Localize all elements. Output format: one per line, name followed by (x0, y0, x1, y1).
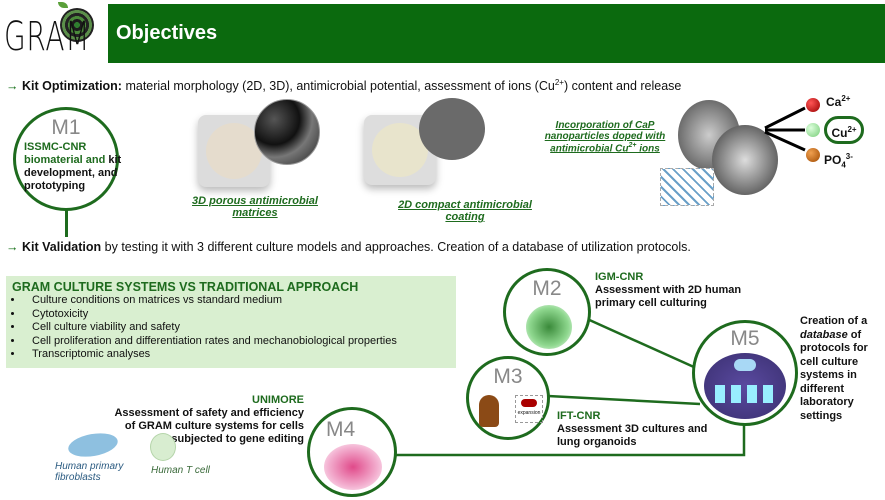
m4-circle: M4 (307, 407, 397, 497)
sup: 2+ (847, 125, 857, 134)
m3-label: M3 (493, 365, 523, 388)
culture-systems-box: GRAM CULTURE SYSTEMS VS TRADITIONAL APPR… (6, 276, 456, 368)
expansion-image: expansion (515, 395, 543, 423)
m1-label: M1 (51, 116, 81, 139)
page-title: Objectives (116, 22, 218, 44)
ion: Ca (826, 95, 842, 109)
sup: 2+ (841, 94, 851, 103)
m1-line3: prototyping (24, 180, 86, 192)
m1-connector (65, 205, 68, 237)
optimization-line: → Kit Optimization: material morphology … (6, 78, 681, 93)
list-item: Cell proliferation and differentiation r… (24, 335, 397, 349)
optimization-label: Kit Optimization: (21, 79, 122, 94)
lung-icon (479, 395, 499, 427)
optimization-text: material morphology (2D, 3D), antimicrob… (121, 79, 555, 94)
m2-text: Assessment with 2D human primary cell cu… (595, 284, 742, 309)
phosphate-label: PO43- (824, 152, 853, 169)
compact-sem-image (419, 98, 485, 160)
list-item: Culture conditions on matrices vs standa… (24, 294, 397, 308)
compact-sample-image (364, 115, 436, 185)
arrow-right-icon: → (6, 79, 19, 94)
porous-sem-image (254, 99, 320, 165)
m5-label: M5 (730, 327, 760, 350)
list-item: Transcriptomic analyses (24, 348, 397, 362)
list-item: Cell culture viability and safety (24, 321, 397, 335)
arrow-right-icon: → (6, 240, 19, 254)
m4-org: UNIMORE (252, 394, 304, 406)
logo-leaf (58, 2, 68, 8)
compact-caption: 2D compact antimicrobial coating (398, 199, 532, 223)
m1-org: ISSMC-CNR (24, 141, 87, 153)
m1-line1: biomaterial and (24, 154, 106, 166)
m3-text: Assessment 3D cultures and lung organoid… (557, 423, 708, 448)
m5-t3: of (847, 328, 862, 341)
expansion-label: expansion (517, 410, 541, 416)
m2-circle: M2 (503, 268, 591, 356)
logo: GRAM (4, 14, 91, 60)
t-cell-icon (150, 433, 176, 461)
m5-t4: protocols for cell culture systems in di… (800, 342, 868, 422)
m1-line2: development, and (24, 167, 118, 179)
nanoparticle-sem-image-2 (712, 125, 778, 195)
database-cloud-icon (704, 353, 786, 419)
m2-org: IGM-CNR (595, 271, 644, 283)
cap-end: ions (636, 143, 660, 155)
culture-box-title: GRAM CULTURE SYSTEMS VS TRADITIONAL APPR… (12, 280, 359, 294)
calcium-ion-icon (806, 98, 820, 112)
m5-text: Creation of a database of protocols for … (800, 315, 880, 423)
logo-target-icon (60, 8, 94, 42)
m4-text: Assessment of safety and efficiency of G… (114, 407, 304, 445)
crystal-structure-image (660, 168, 714, 206)
m1-line1-end: kit (105, 154, 122, 166)
cap-caption: Incorporation of CaP nanoparticles doped… (540, 120, 670, 154)
m5-t2: database (800, 328, 848, 341)
cap-text: Incorporation of CaP nanoparticles doped… (544, 120, 666, 155)
copper-ion-icon (806, 123, 820, 137)
m5-circle: M5 (692, 320, 798, 426)
m1-circle: M1 ISSMC-CNR biomaterial and kit develop… (13, 107, 122, 211)
title-bar: Objectives (108, 4, 885, 63)
sub: 4 (841, 160, 846, 170)
validation-text: by testing it with 3 different culture m… (101, 240, 691, 254)
list-item: Cytotoxicity (24, 308, 397, 322)
fibroblasts-label: Human primary fibroblasts (55, 461, 124, 483)
copper-label: Cu2+ (824, 116, 864, 144)
ion-arrows-icon (764, 106, 806, 152)
validation-label: Kit Validation (21, 240, 102, 254)
t-cell-label: Human T cell (151, 465, 210, 476)
m2-cell-image (526, 305, 572, 349)
m2-label: M2 (532, 277, 562, 300)
ion: Cu (831, 126, 848, 140)
m3-circle: M3 expansion (466, 356, 550, 440)
phosphate-ion-icon (806, 148, 820, 162)
validation-line: → Kit Validation by testing it with 3 di… (6, 240, 691, 254)
sup: 3- (845, 152, 853, 161)
ion: PO (824, 153, 842, 167)
m4-cell-image (324, 444, 382, 490)
m4-label: M4 (326, 418, 356, 441)
calcium-label: Ca2+ (826, 94, 850, 109)
porous-caption: 3D porous antimicrobial matrices (192, 195, 318, 219)
m3-org: IFT-CNR (557, 410, 601, 422)
m5-t1: Creation of a (800, 315, 868, 327)
optimization-text-end: ) content and release (563, 79, 682, 94)
sup: 2+ (554, 78, 564, 87)
sup: 2+ (628, 142, 637, 149)
